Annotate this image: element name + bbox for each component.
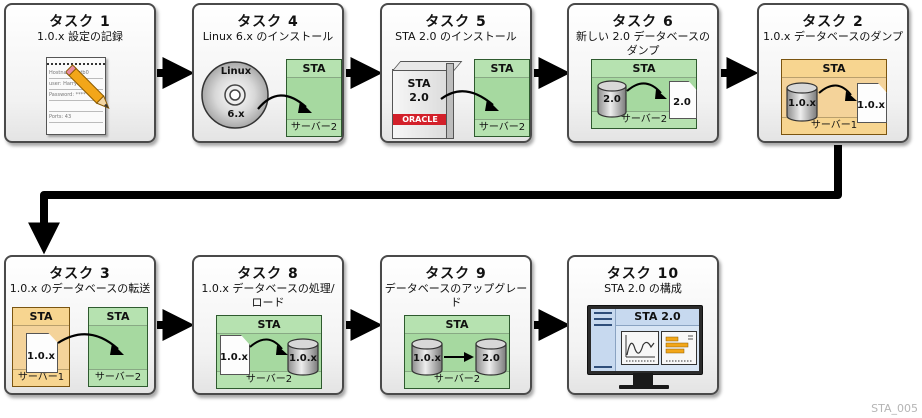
task-title: データベースのアップグレード [384,282,528,309]
monitor-screen: STA 2.0 [591,309,699,371]
box-label-line1: STA [407,77,431,90]
database-label: 1.0.x [289,353,317,364]
database-label-source: 1.0.x [413,353,441,364]
arrow-t2-t3 [28,145,842,255]
line-chart-icon [621,331,659,365]
dump-file-icon [220,335,250,375]
task-card-2: タスク 2 1.0.x データベースのダンプ STA サーバー1 1.0.x 1… [757,3,909,143]
disc-label-top: Linux [220,66,252,77]
database-label-target: 2.0 [482,353,500,364]
task-number: タスク 3 [49,266,111,282]
monitor-icon: STA 2.0 [587,305,703,375]
disc-icon [201,61,269,129]
task-number: タスク 5 [425,14,487,30]
server-footer: サーバー2 [217,371,321,388]
curved-arrow-icon [440,90,499,111]
server-header: STA [217,316,321,334]
task-card-6: タスク 6 新しい 2.0 データベースのダンプ STA サーバー2 2.0 2… [567,3,719,143]
straight-arrow-icon [444,352,474,362]
oracle-brand: ORACLE [393,114,447,125]
screen-sidebar [591,309,616,371]
task-title: 1.0.x 設定の記録 [37,30,123,43]
file-label: 1.0.x [27,351,55,362]
server-footer: サーバー2 [89,369,147,386]
task-card-9: タスク 9 データベースのアップグレード STA サーバー2 1.0.x 2.0 [380,255,532,395]
file-label: 2.0 [673,97,691,108]
bar-chart-icon [661,331,697,365]
task-number: タスク 9 [425,266,487,282]
task-title: 1.0.x のデータベースの転送 [9,282,151,295]
task-title: Linux 6.x のインストール [202,30,334,43]
task-title: 新しい 2.0 データベースのダンプ [576,30,710,57]
database-label: 1.0.x [788,98,816,109]
dump-file-icon [26,333,58,373]
curved-arrow-icon [257,94,312,113]
task-card-4: タスク 4 Linux 6.x のインストール Linux 6.x STA サー… [192,3,344,143]
server-header: STA [475,60,529,78]
server-2: STA サーバー2 [474,59,530,137]
database-label: 2.0 [603,94,621,105]
dump-file-icon [669,81,697,119]
notepad-line: Password: **** [49,90,103,101]
server-header: STA [592,60,696,78]
task-number: タスク 6 [612,14,674,30]
file-label: 1.0.x [857,100,885,111]
task-title: STA 2.0 の構成 [604,282,682,295]
server-header: STA [287,60,341,78]
task-card-10: タスク 10 STA 2.0 の構成 STA 2.0 [567,255,719,395]
file-label: 1.0.x [220,352,248,363]
screen-title: STA 2.0 [616,309,699,326]
server-footer: サーバー2 [475,119,529,136]
server-footer: サーバー2 [287,119,341,136]
task-card-3: タスク 3 1.0.x のデータベースの転送 STA サーバー1 1.0.x S… [4,255,156,395]
task-number: タスク 2 [802,14,864,30]
database-icon [597,80,627,118]
notepad-line: Ports: 43 [49,112,103,123]
curved-arrow-icon [818,84,857,101]
task-card-5: タスク 5 STA 2.0 のインストール ORACLE STA 2.0 STA… [380,3,532,143]
database-icon [786,82,818,122]
task-number: タスク 10 [606,266,680,282]
curved-arrow-icon [249,338,288,355]
server-header: STA [13,308,69,326]
monitor-base [619,385,669,389]
task-number: タスク 1 [49,14,111,30]
database-icon [411,338,443,376]
pencil-icon [66,64,110,110]
task-title: 1.0.x データベースのダンプ [762,30,904,43]
notepad-line: user: HarryButts [49,79,103,90]
box-label-line2: 2.0 [409,91,429,104]
software-box-icon: ORACLE [392,69,448,139]
database-icon [287,338,319,376]
server-header: STA [405,316,509,334]
dump-file-icon [857,83,887,123]
server-2: STA サーバー2 [88,307,148,387]
task-title: 1.0.x データベースの処理/ロード [201,282,335,309]
figure-id: STA_005 [871,402,918,415]
server-header: STA [89,308,147,326]
task-number: タスク 4 [237,14,299,30]
database-icon [475,338,507,376]
task-card-8: タスク 8 1.0.x データベースの処理/ロード STA サーバー2 1.0.… [192,255,344,395]
task-number: タスク 8 [237,266,299,282]
server-header: STA [782,60,886,78]
disc-label-bottom: 6.x [227,109,245,120]
server-2: STA サーバー2 [286,59,342,137]
task-card-1: タスク 1 1.0.x 設定の記録 Hostname: stb0 user: H… [4,3,156,143]
monitor-stand [633,373,653,385]
curved-arrow-icon [57,333,124,355]
curved-arrow-icon [626,82,667,99]
task-title: STA 2.0 のインストール [395,30,517,43]
